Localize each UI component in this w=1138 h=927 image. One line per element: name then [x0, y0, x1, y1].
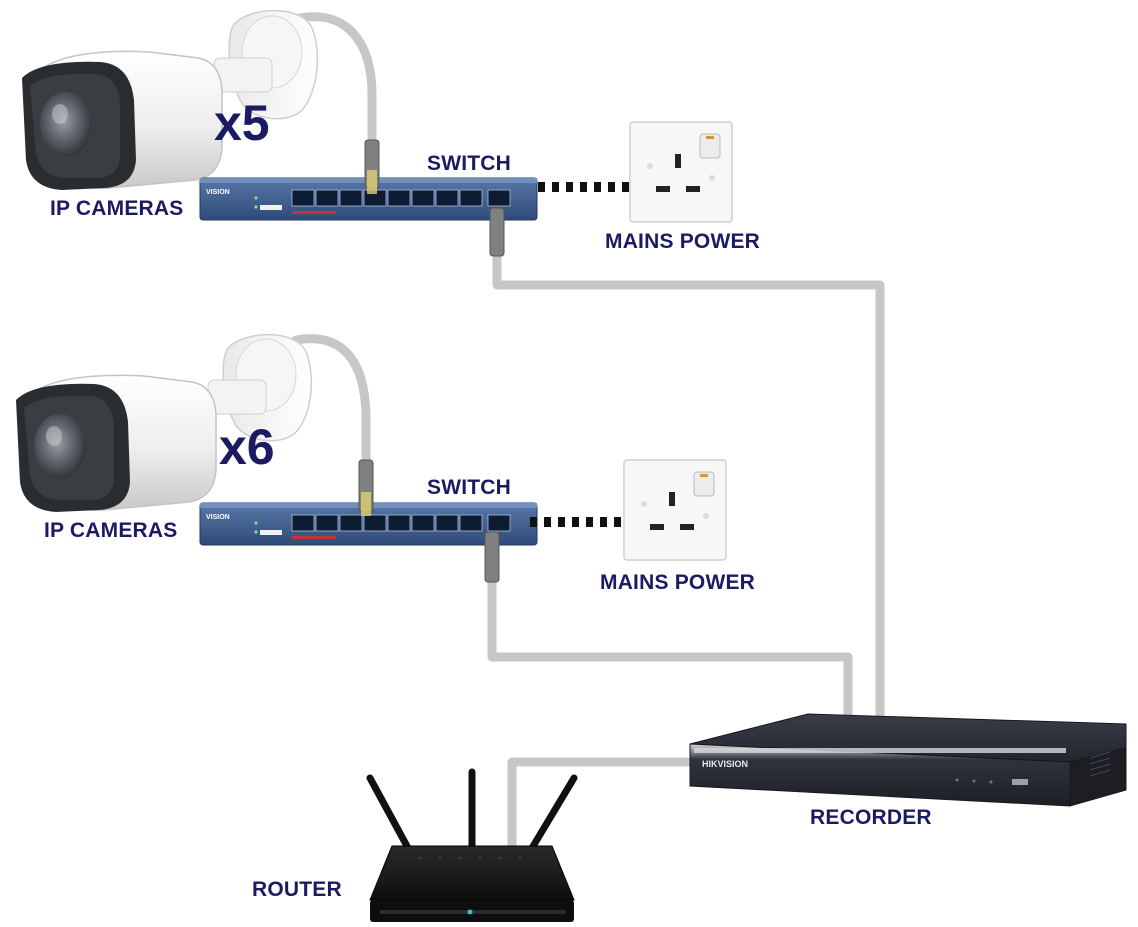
ip-camera-top-icon [22, 9, 319, 190]
camera-cable-bottom [291, 334, 371, 475]
switch-bottom-logo: VISION [206, 514, 230, 521]
switch-label-bottom: SWITCH [427, 476, 512, 499]
router-cable [507, 757, 695, 853]
poe-switch-top-icon: VISION [199, 139, 538, 257]
switch-label-top: SWITCH [427, 152, 512, 175]
quantity-label-bottom: x6 [219, 419, 275, 475]
power-links [530, 182, 630, 527]
cables [291, 12, 885, 853]
switch-top-logo: VISION [206, 189, 230, 196]
mains-power-label-top: MAINS POWER [605, 230, 761, 253]
uplink-cable-bottom [487, 575, 853, 722]
poe-switch-bottom-icon: VISION [199, 459, 538, 583]
mains-power-label-bottom: MAINS POWER [600, 571, 756, 594]
recorder-icon: HIKVISION [689, 713, 1127, 807]
mains-socket-top-icon [629, 121, 733, 223]
ip-cameras-label-bottom: IP CAMERAS [44, 519, 178, 542]
router-icon [366, 768, 578, 922]
recorder-label: RECORDER [810, 806, 932, 829]
recorder-logo: HIKVISION [702, 759, 748, 769]
mains-socket-bottom-icon [623, 459, 727, 561]
quantity-label-top: x5 [214, 95, 270, 151]
camera-cable-top [295, 12, 377, 155]
uplink-cable-top [492, 250, 885, 722]
router-label: ROUTER [252, 878, 342, 901]
ip-camera-bottom-icon [16, 333, 313, 512]
ip-cameras-label-top: IP CAMERAS [50, 197, 184, 220]
